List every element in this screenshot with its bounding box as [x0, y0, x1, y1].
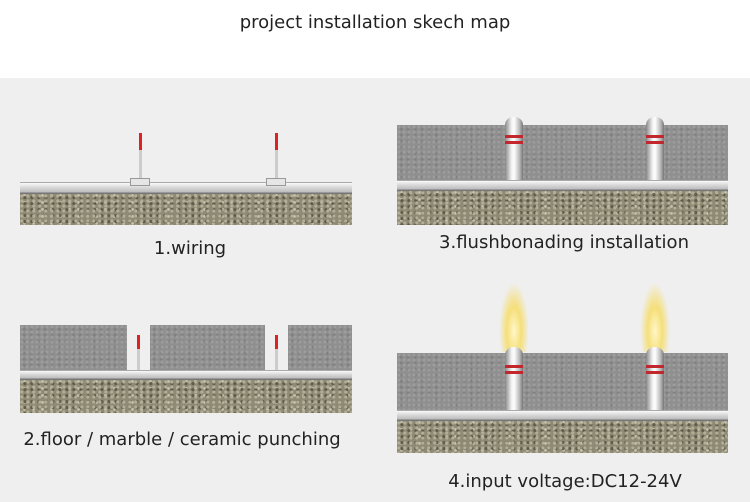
junction — [266, 178, 286, 186]
light-beam — [499, 282, 529, 352]
step-label: 4.input voltage:DC12-24V — [448, 471, 682, 492]
inground-light — [646, 117, 664, 185]
floor-tile — [397, 125, 728, 180]
floor-tile — [288, 325, 352, 370]
concrete-base — [20, 193, 352, 225]
floor-tile — [397, 353, 728, 410]
page-title: project installation skech map — [239, 12, 511, 33]
inground-light — [505, 347, 523, 415]
wire — [275, 335, 278, 371]
wire — [137, 335, 140, 371]
step-label: 3.flushbonading installation — [439, 232, 689, 253]
concrete-base — [397, 420, 728, 453]
conduit-pipe — [20, 182, 352, 193]
concrete-base — [397, 190, 728, 225]
floor-tile — [20, 325, 127, 370]
step-label: 2.floor / marble / ceramic punching — [23, 429, 341, 450]
junction — [130, 178, 150, 186]
inground-light — [646, 347, 664, 415]
conduit-pipe — [397, 180, 728, 190]
floor-tile — [150, 325, 265, 370]
light-beam — [640, 282, 670, 352]
concrete-base — [20, 379, 352, 413]
conduit-pipe — [20, 370, 352, 379]
step-label: 1.wiring — [153, 238, 227, 259]
conduit-pipe — [397, 410, 728, 420]
wire — [139, 133, 142, 183]
inground-light — [505, 117, 523, 185]
wire — [275, 133, 278, 183]
